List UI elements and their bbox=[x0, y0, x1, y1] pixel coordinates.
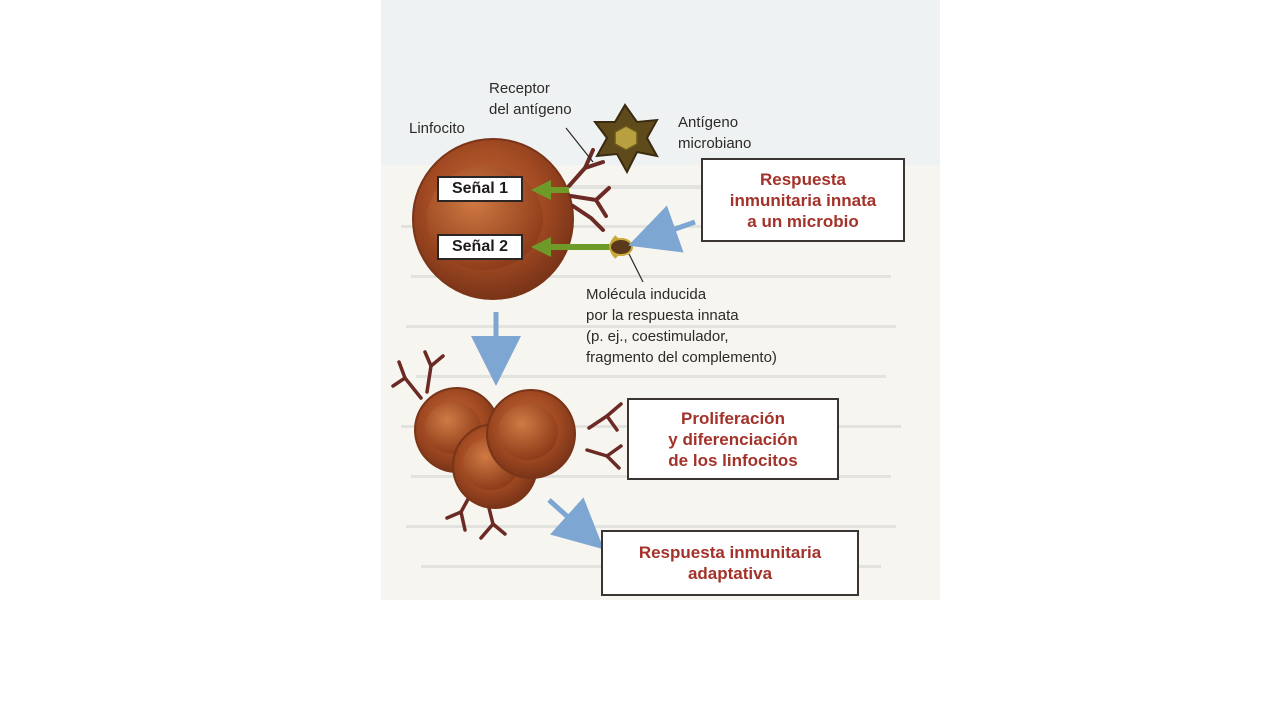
adaptive-response-line1: Respuesta inmunitaria bbox=[603, 542, 857, 563]
costimulator-molecule-icon bbox=[609, 237, 643, 282]
innate-response-line3: a un microbio bbox=[703, 211, 903, 232]
antigen-label-line2: microbiano bbox=[678, 133, 751, 154]
receptor-leader-line bbox=[566, 128, 593, 162]
proliferation-box: Proliferación y diferenciación de los li… bbox=[627, 398, 839, 480]
adaptive-response-line2: adaptativa bbox=[603, 563, 857, 584]
proliferating-cells bbox=[393, 352, 621, 538]
to-adaptive-arrow bbox=[549, 500, 589, 536]
receptor-label-line1: Receptor bbox=[489, 78, 550, 99]
molecule-label-line2: por la respuesta innata bbox=[586, 305, 739, 326]
antigen-label-line1: Antígeno bbox=[678, 112, 738, 133]
proliferation-line3: de los linfocitos bbox=[629, 450, 837, 471]
lymphocyte-label: Linfocito bbox=[409, 118, 465, 139]
innate-response-line2: inmunitaria innata bbox=[703, 190, 903, 211]
innate-to-molecule-arrow bbox=[647, 222, 695, 239]
antigen-receptor-icon bbox=[569, 150, 609, 230]
figure: Linfocito Receptor del antígeno Antígeno… bbox=[381, 0, 940, 600]
adaptive-response-box: Respuesta inmunitaria adaptativa bbox=[601, 530, 859, 596]
molecule-label-line1: Molécula inducida bbox=[586, 284, 706, 305]
lymphocyte-cell bbox=[413, 139, 573, 299]
receptor-label-line2: del antígeno bbox=[489, 99, 572, 120]
molecule-label-line3: (p. ej., coestimulador, bbox=[586, 326, 729, 347]
proliferation-line2: y diferenciación bbox=[629, 429, 837, 450]
innate-response-line1: Respuesta bbox=[703, 169, 903, 190]
molecule-label-line4: fragmento del complemento) bbox=[586, 347, 777, 368]
signal-1-tag: Señal 1 bbox=[437, 176, 523, 202]
signal-2-tag: Señal 2 bbox=[437, 234, 523, 260]
innate-response-box: Respuesta inmunitaria innata a un microb… bbox=[701, 158, 905, 242]
proliferation-line1: Proliferación bbox=[629, 408, 837, 429]
